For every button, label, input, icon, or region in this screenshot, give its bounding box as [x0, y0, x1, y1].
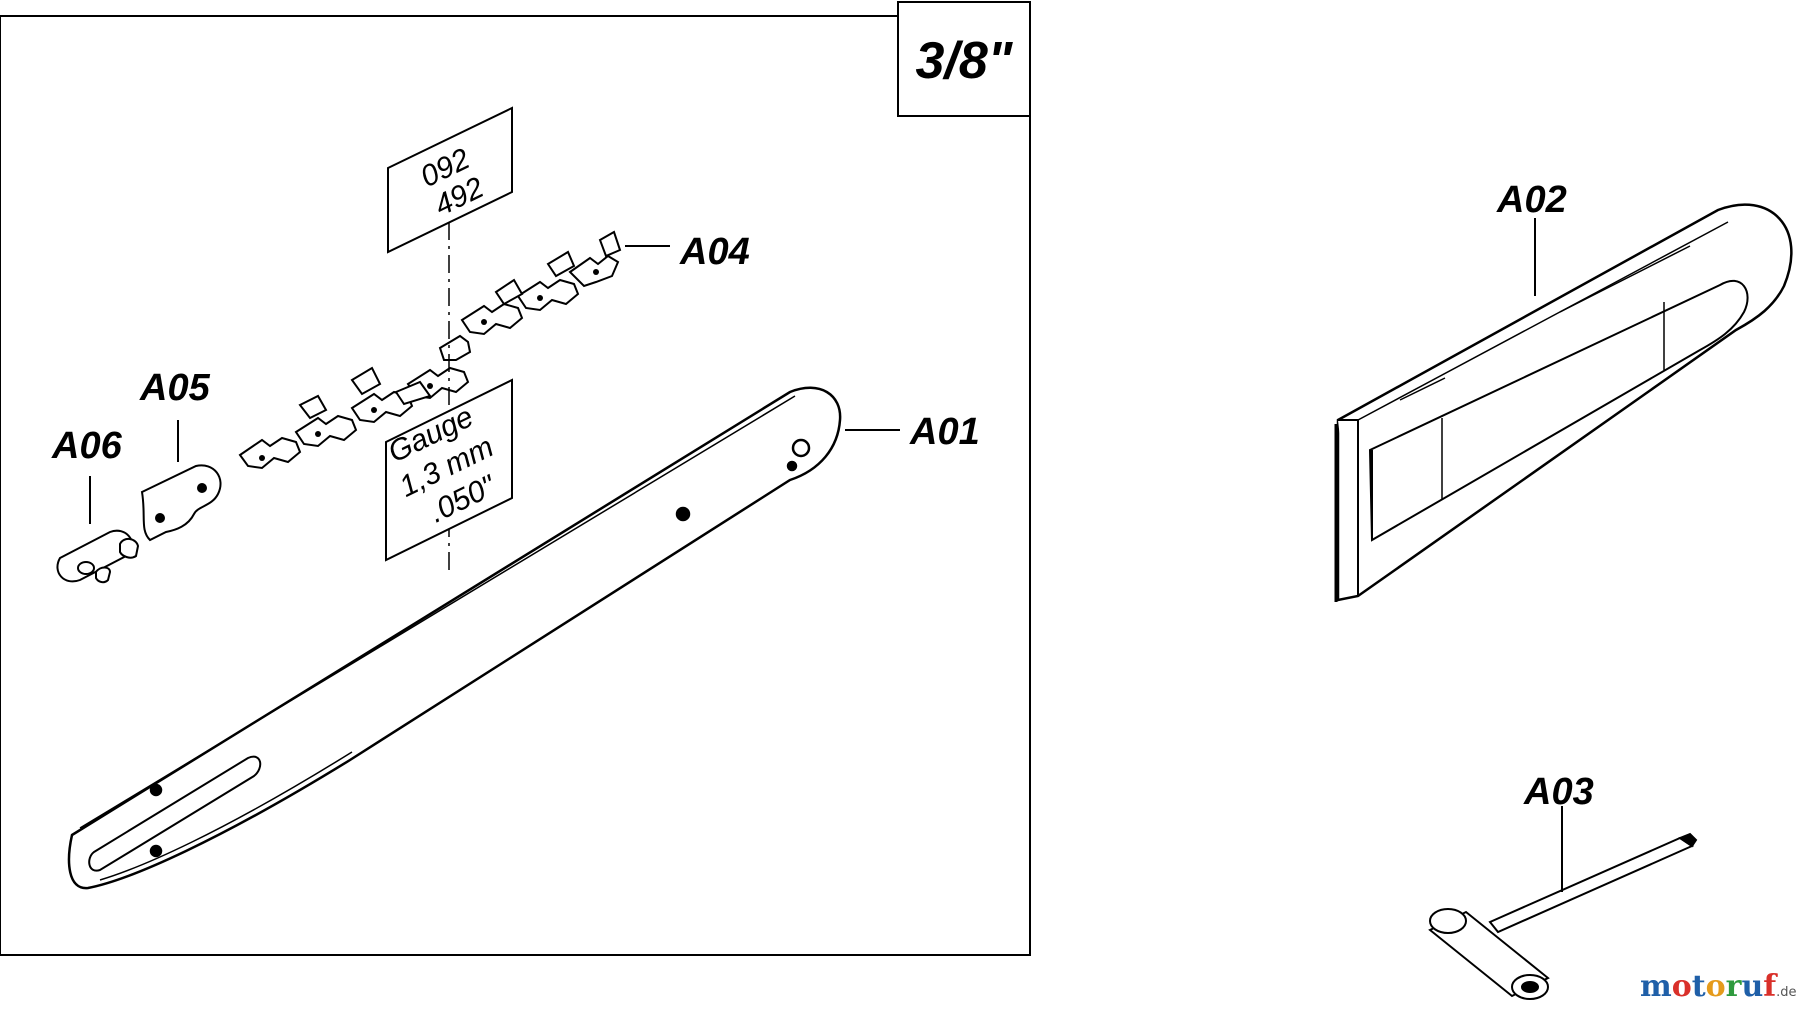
watermark-letter-5: r [1726, 969, 1743, 1004]
diagram-frame [0, 1, 1031, 956]
watermark-letter-2: o [1672, 969, 1692, 1004]
chain-code-tag: 092 492 [387, 106, 513, 254]
rivet-link[interactable] [56, 529, 140, 584]
watermark-letter-4: o [1706, 969, 1726, 1004]
watermark: motoruf.de [1640, 969, 1797, 1004]
part-label-a02: A02 [1496, 179, 1567, 221]
watermark-letter-6: u [1741, 969, 1763, 1004]
watermark-suffix: .de [1776, 985, 1796, 1000]
watermark-letter-3: t [1692, 969, 1706, 1004]
part-label-a04: A04 [679, 231, 750, 273]
chain-cutters [298, 230, 622, 420]
bar-cover[interactable] [1334, 203, 1793, 602]
chain-links [238, 254, 620, 470]
chain-rivets [259, 269, 599, 461]
part-label-a03: A03 [1523, 771, 1594, 813]
watermark-letter-7: f [1763, 969, 1778, 1004]
part-label-a06: A06 [51, 425, 123, 467]
guide-bar[interactable] [67, 386, 842, 890]
pitch-label: 3/8" [916, 32, 1014, 90]
saw-chain[interactable] [238, 230, 622, 470]
part-label-a05: A05 [139, 367, 211, 409]
repair-link[interactable] [140, 464, 222, 542]
part-label-a01: A01 [909, 411, 980, 453]
watermark-letter-1: m [1640, 969, 1672, 1004]
combination-wrench[interactable] [1428, 832, 1698, 1000]
